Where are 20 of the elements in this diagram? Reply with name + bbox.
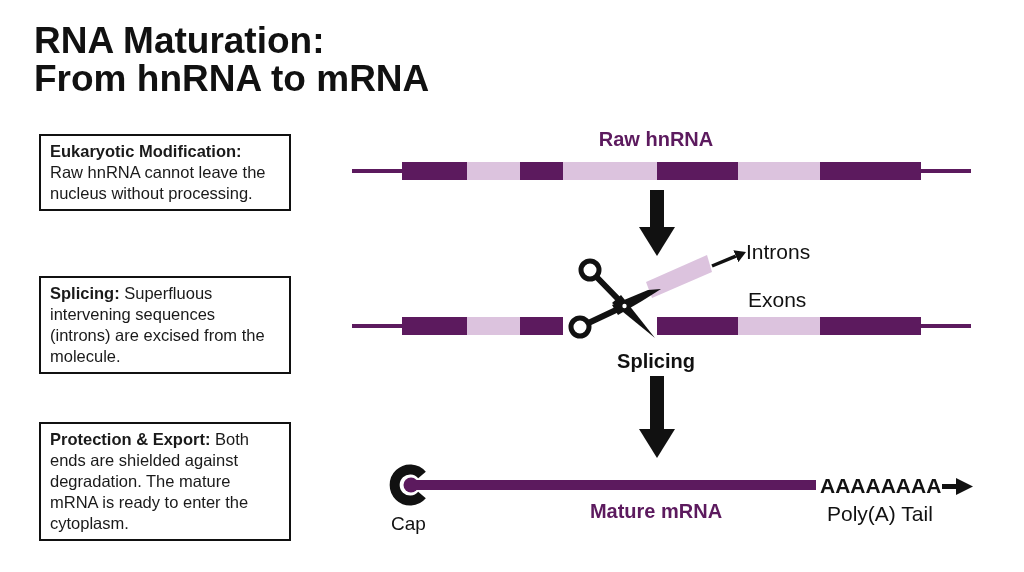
box-heading: Eukaryotic Modification: <box>50 141 243 162</box>
intron-label: Introns <box>746 240 811 264</box>
strand-label: Splicing <box>617 349 695 373</box>
flow-arrow <box>639 376 675 458</box>
box-text: Raw hnRNA cannot leave the nucleus without processing. <box>50 162 267 204</box>
segment-label: Exons <box>748 288 807 312</box>
strand-label: Mature mRNA <box>589 499 723 523</box>
box-text: Splicing: Superfluous intervening sequences (introns) are excised from the molecule. <box>50 283 266 367</box>
info-box <box>39 422 291 541</box>
part-label: Poly(A) Tail <box>827 502 933 526</box>
flow-arrow <box>711 250 746 268</box>
info-box <box>39 276 291 374</box>
sequence-text: AAAAAAAA <box>820 474 942 498</box>
excised-intron <box>646 255 712 298</box>
box-text: Protection & Export: Both ends are shielded against degradation. The mature mRNA is ready to enter the cytoplasm. <box>50 429 250 534</box>
diagram-title: RNA Maturation: From hnRNA to mRNA <box>34 22 430 98</box>
info-box <box>39 134 291 211</box>
flow-arrow <box>639 190 675 256</box>
part-label: Cap <box>391 512 426 536</box>
strand-label: Raw hnRNA <box>598 127 714 151</box>
